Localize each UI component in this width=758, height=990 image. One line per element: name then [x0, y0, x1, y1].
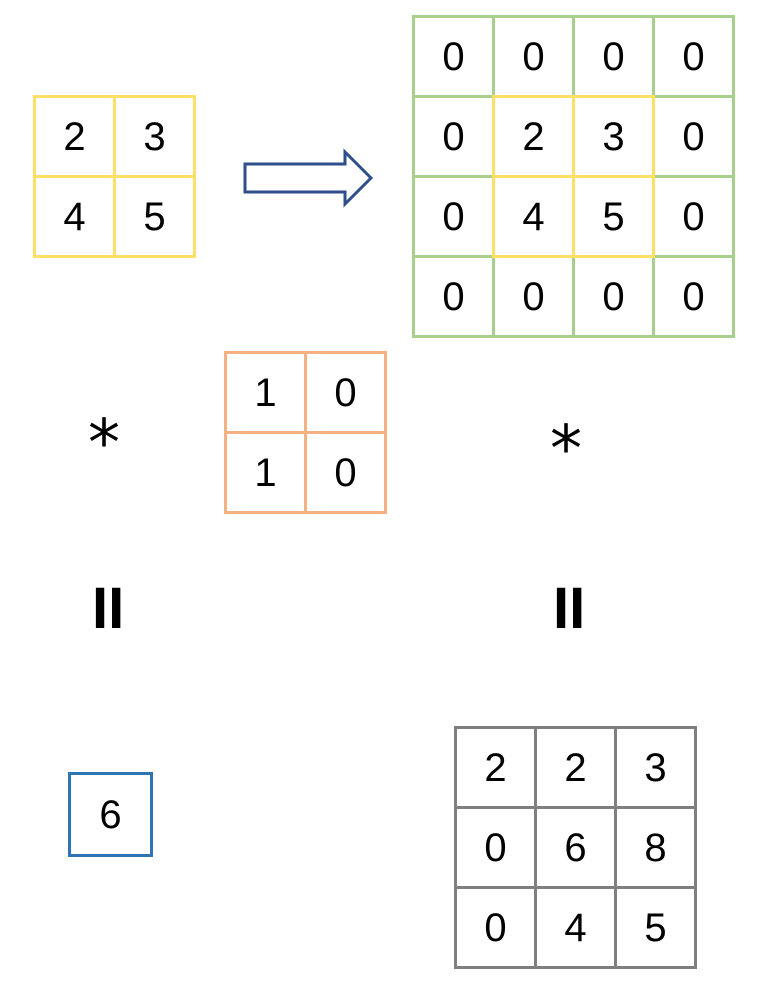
matrix-cell: 6	[537, 809, 617, 889]
matrix-cell: 5	[116, 178, 196, 258]
matrix-cell: 4	[36, 178, 116, 258]
matrix-cell: 2	[457, 729, 537, 809]
matrix-cell: 1	[227, 354, 307, 434]
matrix-cell: 0	[307, 354, 387, 434]
matrix-cell: 0	[415, 178, 495, 258]
matrix-cell: 3	[575, 98, 655, 178]
matrix-cell: 3	[617, 729, 697, 809]
equals-operator-right: II	[553, 576, 586, 641]
matrix-cell: 2	[495, 98, 575, 178]
matrix-cell: 0	[307, 434, 387, 514]
matrix-cell: 0	[655, 258, 735, 338]
matrix-cell: 0	[415, 98, 495, 178]
matrix-cell: 6	[71, 775, 153, 857]
matrix-cell: 0	[495, 258, 575, 338]
matrix-cell: 0	[655, 18, 735, 98]
matrix-cell: 0	[415, 258, 495, 338]
matrix-cell: 5	[617, 889, 697, 969]
matrix-cell: 3	[116, 98, 196, 178]
matrix-cell: 5	[575, 178, 655, 258]
matrix-cell: 0	[457, 889, 537, 969]
matrix-cell: 4	[537, 889, 617, 969]
matrix-cell: 0	[655, 98, 735, 178]
matrix-cell: 0	[575, 258, 655, 338]
convolution-operator-right: *	[550, 413, 582, 487]
matrix-cell: 4	[495, 178, 575, 258]
result-matrix-no-padding: 6	[68, 772, 153, 857]
matrix-cell: 0	[415, 18, 495, 98]
matrix-cell: 8	[617, 809, 697, 889]
matrix-cell: 0	[575, 18, 655, 98]
matrix-cell: 0	[495, 18, 575, 98]
convolution-operator-left: *	[88, 407, 120, 481]
right-arrow-icon	[243, 148, 374, 208]
matrix-cell: 0	[457, 809, 537, 889]
matrix-cell: 1	[227, 434, 307, 514]
equals-operator-left: II	[92, 576, 125, 641]
matrix-cell: 2	[537, 729, 617, 809]
matrix-cell: 0	[655, 178, 735, 258]
matrix-cell: 2	[36, 98, 116, 178]
